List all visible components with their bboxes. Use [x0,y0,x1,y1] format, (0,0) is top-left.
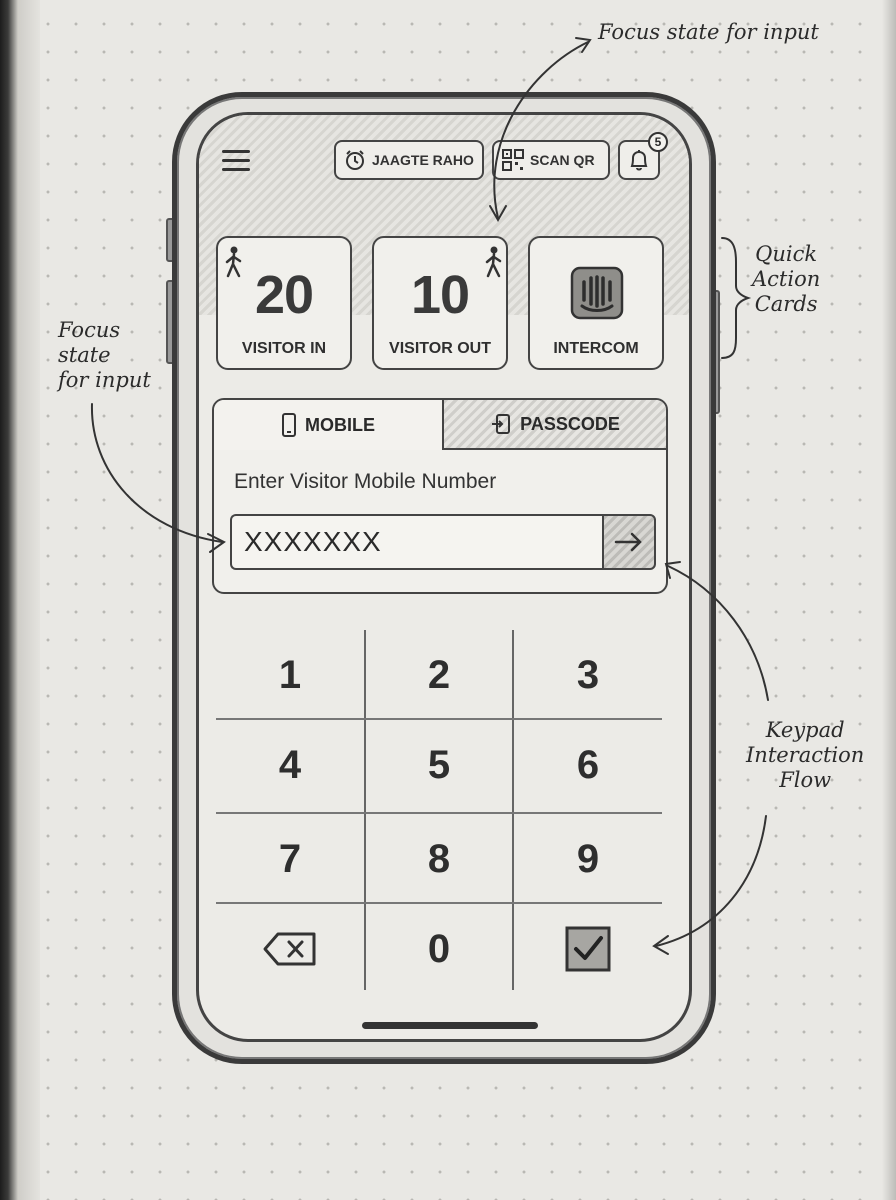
annotation-keypad-flow: Keypad Interaction Flow [746,718,864,794]
keypad-key-6[interactable]: 6 [576,742,600,787]
qr-code-icon [502,149,524,171]
tab-passcode-label: PASSCODE [520,413,620,434]
tab-mobile-label: MOBILE [305,414,375,435]
notification-count-badge: 5 [648,132,668,152]
bell-icon [630,150,648,171]
mobile-number-input[interactable] [230,514,602,570]
keypad-key-5[interactable]: 5 [427,742,451,787]
annotation-left-line: state [58,343,111,368]
confirm-key[interactable] [514,904,662,994]
passcode-icon [492,414,511,434]
numeric-keypad: 1 2 3 4 5 6 7 8 9 0 [216,630,662,990]
keypad-key-2[interactable]: 2 [427,652,451,697]
annotation-cards-line: Action [752,267,821,292]
visitor-entry-panel: MOBILE PASSCODE Enter Visitor Mobile Num… [212,398,668,594]
jaagte-raho-label: JAAGTE RAHO [372,152,474,168]
keypad-key-4[interactable]: 4 [278,742,302,787]
intercom-card[interactable]: INTERCOM [528,236,664,370]
visitor-out-label: VISITOR OUT [389,340,491,357]
keypad-divider [216,812,662,814]
annotation-left: Focus state for input [58,318,151,394]
keypad-key-8[interactable]: 8 [427,836,451,881]
intercom-icon [570,266,624,320]
home-indicator [362,1022,538,1029]
annotation-quick-action-cards: Quick Action Cards [752,242,820,318]
keypad-divider [512,630,514,990]
tab-mobile[interactable]: MOBILE [214,400,442,450]
annotation-keypad-line: Keypad [765,718,845,742]
keypad-divider [216,902,662,904]
keypad-key-1[interactable]: 1 [278,652,302,697]
walking-person-icon [225,246,242,278]
visitor-in-label: VISITOR IN [241,340,327,357]
scan-qr-label: SCAN QR [530,152,595,168]
arrow-right-icon [614,532,642,552]
keypad-divider [216,718,662,720]
backspace-key[interactable] [216,904,364,994]
keypad-key-9[interactable]: 9 [576,836,600,881]
keypad-key-7[interactable]: 7 [278,836,302,881]
annotation-cards-line: Cards [754,292,818,317]
keypad-key-0[interactable]: 0 [427,926,451,971]
annotation-keypad-line: Flow [779,768,832,793]
visitor-in-card[interactable]: 20 VISITOR IN [216,236,352,370]
annotation-cards-line: Quick [755,242,818,266]
walking-person-icon [485,246,502,278]
intercom-label: INTERCOM [553,340,639,357]
mobile-phone-icon [282,413,296,437]
hamburger-menu-icon[interactable] [222,150,250,172]
notebook-page-edge [882,0,896,1200]
annotation-left-line: Focus [58,318,121,342]
keypad-divider [364,630,366,990]
mobile-number-prompt: Enter Visitor Mobile Number [234,470,497,493]
scan-qr-button[interactable]: SCAN QR [492,140,610,180]
submit-number-button[interactable] [602,514,656,570]
alarm-clock-icon [346,150,364,170]
visitor-out-count: 10 [410,265,470,325]
visitor-in-count: 20 [254,265,314,325]
backspace-icon [263,932,316,966]
annotation-top: Focus state for input [598,20,819,44]
jaagte-raho-button[interactable]: JAAGTE RAHO [334,140,484,180]
checkbox-checked-icon [565,926,611,972]
notebook-spine [0,0,40,1200]
annotation-keypad-line: Interaction [746,743,865,768]
tab-passcode[interactable]: PASSCODE [442,400,666,450]
annotation-left-line: for input [58,368,151,393]
visitor-out-card[interactable]: 10 VISITOR OUT [372,236,508,370]
keypad-key-3[interactable]: 3 [576,652,600,697]
